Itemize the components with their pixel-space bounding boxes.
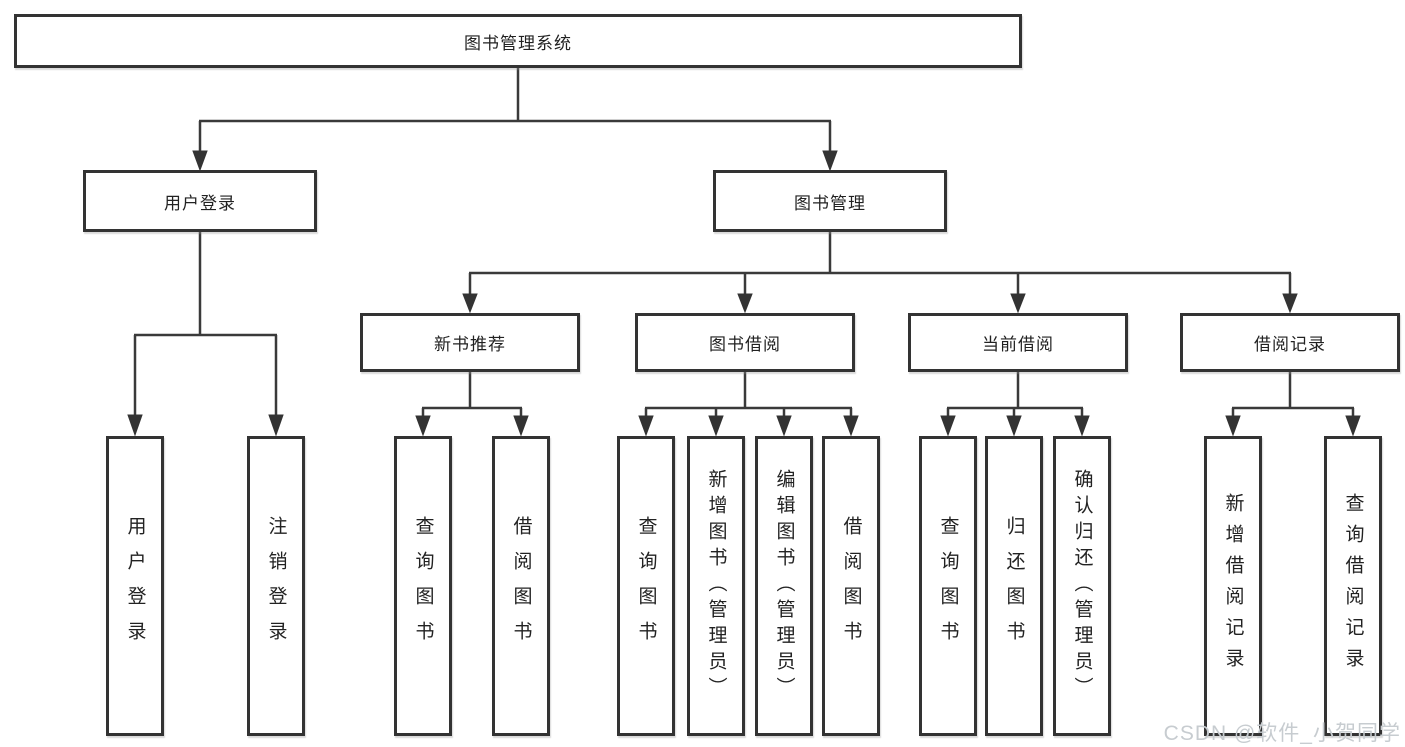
connector-current-borrow-to-leaves <box>940 372 1090 437</box>
leaf-borrow-books: 借阅图书 <box>822 436 880 736</box>
node-current-borrow-label: 当前借阅 <box>982 335 1054 354</box>
connector-new-books-to-leaves <box>415 372 529 437</box>
leaf-logout: 注销登录 <box>247 436 305 736</box>
connector-user-login-to-leaves <box>127 232 284 437</box>
node-new-book-recommend-label: 新书推荐 <box>434 335 506 354</box>
leaf-user-login-label: 用户登录 <box>124 516 146 656</box>
leaf-query-borrow-record: 查询借阅记录 <box>1324 436 1382 736</box>
leaf-edit-books-admin-label: 编辑图书（管理员） <box>773 469 795 703</box>
node-root-label: 图书管理系统 <box>464 33 572 53</box>
leaf-add-borrow-record: 新增借阅记录 <box>1204 436 1262 736</box>
leaf-borrow-books-recommend-label: 借阅图书 <box>510 516 532 656</box>
leaf-query-books-current-label: 查询图书 <box>937 516 959 656</box>
leaf-query-borrow-record-label: 查询借阅记录 <box>1342 493 1364 679</box>
leaf-query-books-borrow: 查询图书 <box>617 436 675 736</box>
leaf-edit-books-admin: 编辑图书（管理员） <box>755 436 813 736</box>
node-root: 图书管理系统 <box>14 14 1022 68</box>
node-user-login-label: 用户登录 <box>164 193 236 213</box>
node-user-login: 用户登录 <box>83 170 317 232</box>
node-book-borrow: 图书借阅 <box>635 313 855 372</box>
node-book-borrow-label: 图书借阅 <box>709 335 781 354</box>
node-borrow-records: 借阅记录 <box>1180 313 1400 372</box>
leaf-query-books-recommend: 查询图书 <box>394 436 452 736</box>
leaf-add-books-admin-label: 新增图书（管理员） <box>705 469 727 703</box>
leaf-return-books: 归还图书 <box>985 436 1043 736</box>
node-book-management: 图书管理 <box>713 170 947 232</box>
leaf-user-login: 用户登录 <box>106 436 164 736</box>
node-book-management-label: 图书管理 <box>794 193 866 213</box>
node-current-borrow: 当前借阅 <box>908 313 1128 372</box>
leaf-query-books-recommend-label: 查询图书 <box>412 516 434 656</box>
leaf-logout-label: 注销登录 <box>265 516 287 656</box>
leaf-query-books-current: 查询图书 <box>919 436 977 736</box>
node-new-book-recommend: 新书推荐 <box>360 313 580 372</box>
leaf-confirm-return-admin-label: 确认归还（管理员） <box>1071 469 1093 703</box>
node-borrow-records-label: 借阅记录 <box>1254 335 1326 354</box>
leaf-add-books-admin: 新增图书（管理员） <box>687 436 745 736</box>
connector-book-borrow-to-leaves <box>638 372 859 437</box>
leaf-borrow-books-label: 借阅图书 <box>840 516 862 656</box>
leaf-query-books-borrow-label: 查询图书 <box>635 516 657 656</box>
connector-root-to-level2 <box>192 68 838 172</box>
leaf-add-borrow-record-label: 新增借阅记录 <box>1222 493 1244 679</box>
leaf-confirm-return-admin: 确认归还（管理员） <box>1053 436 1111 736</box>
leaf-borrow-books-recommend: 借阅图书 <box>492 436 550 736</box>
connector-book-mgmt-to-level3 <box>462 232 1298 314</box>
leaf-return-books-label: 归还图书 <box>1003 516 1025 656</box>
connector-borrow-records-to-leaves <box>1225 372 1361 437</box>
csdn-watermark: CSDN @软件_小贺同学 <box>1163 722 1401 745</box>
